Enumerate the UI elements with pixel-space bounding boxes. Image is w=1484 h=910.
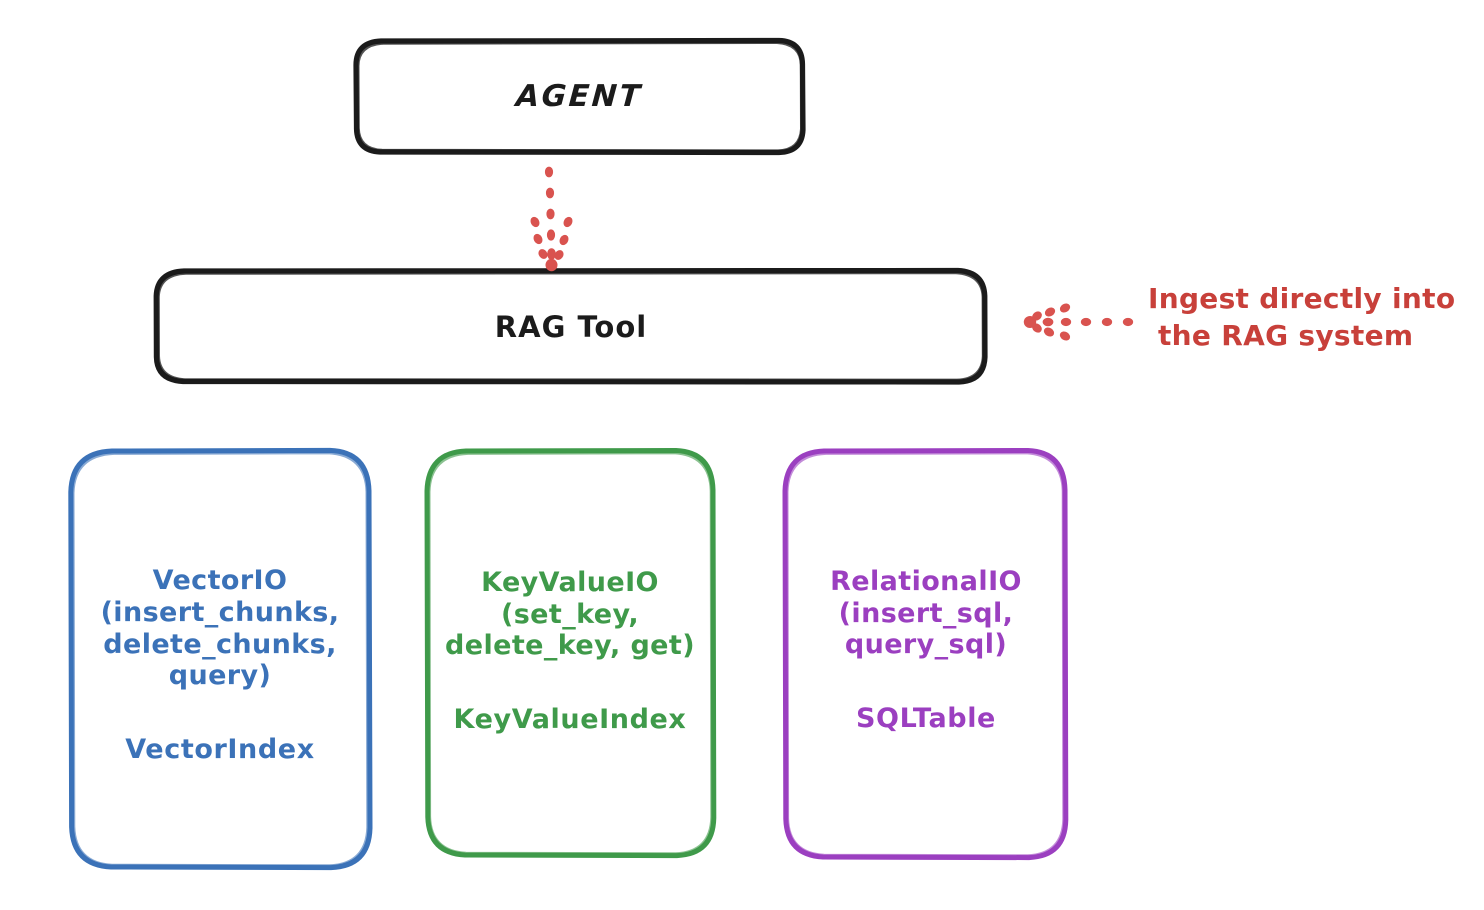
key-value-io-api-block: KeyValueIO (set_key, delete_key, get)	[445, 567, 695, 663]
relational-io-api-line-1: RelationalIO	[830, 565, 1022, 597]
ingest-connector	[1023, 303, 1134, 341]
relational-io-node[interactable]: RelationalIO (insert_sql, query_sql) SQL…	[786, 450, 1066, 858]
agent-box-outline	[353, 37, 806, 156]
key-value-io-api-line-2: (set_key,	[500, 598, 640, 630]
vector-io-api-line-3: delete_chunks,	[103, 628, 337, 660]
relational-io-api-line-3: query_sql)	[844, 629, 1008, 661]
vector-io-api-line-2: (insert_chunks,	[100, 596, 340, 628]
key-value-io-api-line-3: delete_key, get)	[445, 630, 695, 662]
vector-io-node[interactable]: VectorIO (insert_chunks, delete_chunks, …	[70, 450, 370, 868]
vector-io-api-block: VectorIO (insert_chunks, delete_chunks, …	[101, 565, 340, 692]
agent-node[interactable]: AGENT	[355, 40, 804, 153]
rag-tool-node[interactable]: RAG Tool	[156, 270, 986, 383]
key-value-io-api-line-1: KeyValueIO	[481, 566, 659, 598]
key-value-io-node[interactable]: KeyValueIO (set_key, delete_key, get) Ke…	[426, 450, 714, 856]
ingest-annotation: Ingest directly into the RAG system	[1148, 281, 1478, 355]
agent-to-rag-tool-connector	[530, 166, 573, 272]
key-value-io-box-outline	[424, 448, 717, 859]
vector-io-api-line-4: query)	[168, 660, 272, 692]
ingest-annotation-line-2: the RAG system	[1158, 318, 1414, 352]
rag-tool-label: RAG Tool	[494, 309, 648, 344]
vector-io-box-outline	[68, 447, 373, 871]
agent-label: AGENT	[515, 79, 644, 114]
rag-tool-box-outline	[153, 267, 988, 385]
vector-io-api-line-1: VectorIO	[152, 564, 288, 596]
sql-table-label: SQLTable	[855, 703, 996, 735]
vector-index-label: VectorIndex	[125, 734, 315, 766]
relational-io-box-outline	[782, 448, 1069, 861]
key-value-index-label: KeyValueIndex	[453, 704, 687, 736]
ingest-annotation-line-1: Ingest directly into	[1148, 282, 1456, 315]
relational-io-api-block: RelationalIO (insert_sql, query_sql)	[830, 566, 1022, 662]
relational-io-api-line-2: (insert_sql,	[838, 597, 1014, 629]
